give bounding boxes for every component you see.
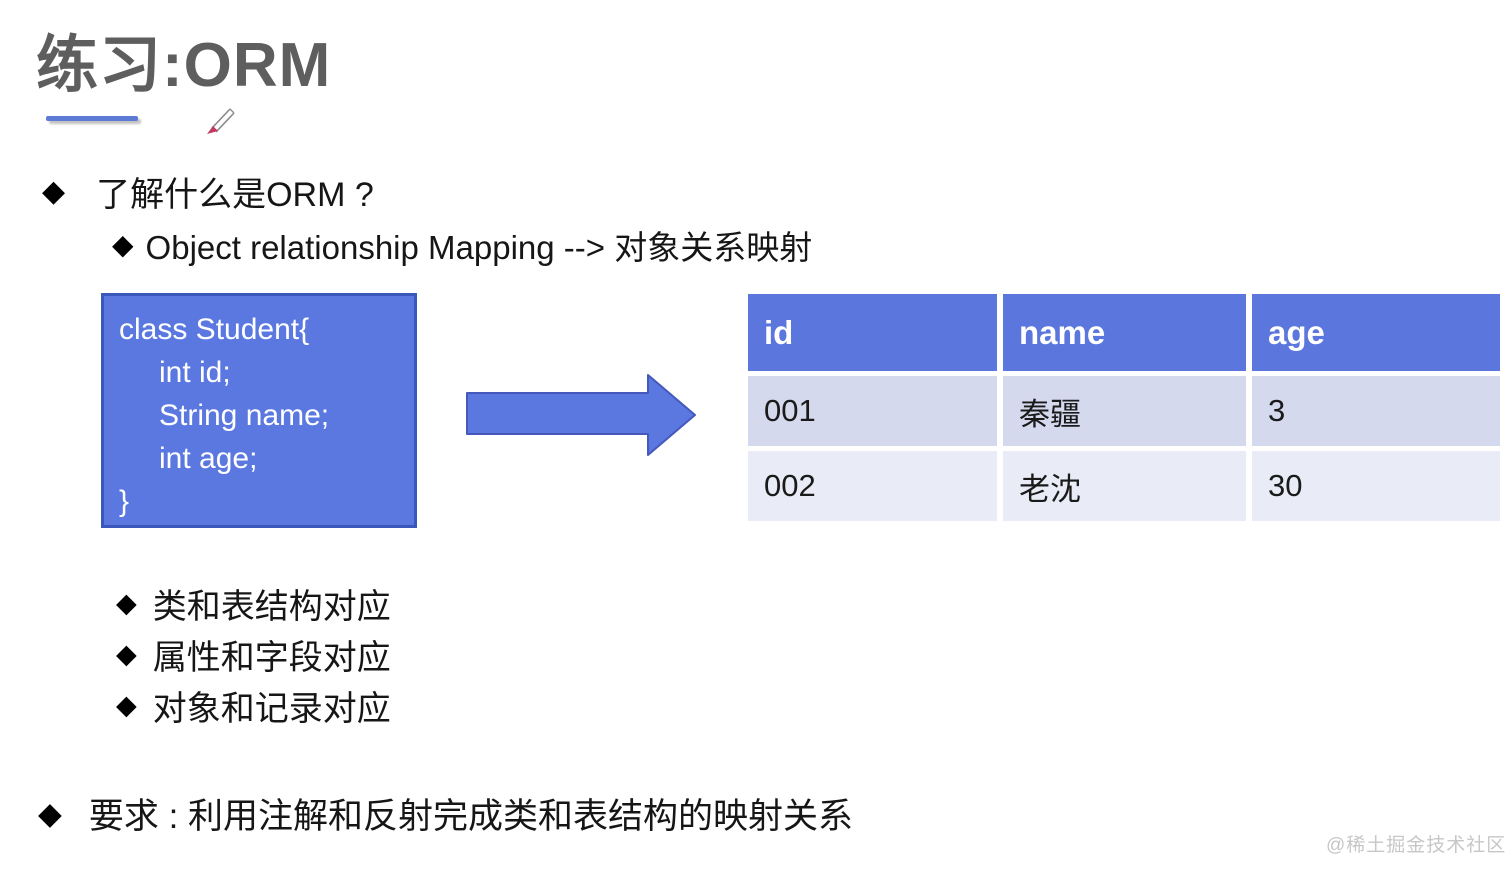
code-line: class Student{ (119, 313, 310, 346)
slide-title: 练习:ORM (36, 31, 332, 100)
bullet-orm-definition-label: Object relationship Mapping --> 对象关系映射 (145, 229, 813, 266)
mapping-point-attr-field: ◆ 属性和字段对应 (116, 633, 391, 677)
table-header-name: name (1003, 294, 1246, 371)
mapping-point-label: 对象和记录对应 (152, 689, 391, 728)
code-line: int id; (159, 356, 231, 389)
table-header-id: id (748, 294, 997, 371)
requirement-label: 要求 : 利用注解和反射完成类和表结构的映射关系 (88, 797, 854, 836)
watermark: @稀土掘金技术社区 (1326, 835, 1507, 856)
table-header-age: age (1252, 294, 1500, 371)
bullet-orm-definition: ◆ Object relationship Mapping --> 对象关系映射 (112, 221, 812, 269)
code-line: } (119, 485, 130, 518)
bullet-requirement: ◆ 要求 : 利用注解和反射完成类和表结构的映射关系 (38, 788, 853, 839)
right-arrow-icon (466, 374, 696, 456)
table-cell-row2-age: 30 (1252, 451, 1500, 521)
mapping-point-label: 属性和字段对应 (152, 638, 391, 677)
diamond-bullet-icon: ◆ (116, 587, 137, 618)
diamond-bullet-icon: ◆ (116, 689, 137, 720)
diamond-bullet-icon: ◆ (116, 638, 137, 669)
table-cell-row2-id: 002 (748, 451, 997, 521)
mapping-point-label: 类和表结构对应 (152, 587, 391, 626)
code-line: int age; (159, 442, 258, 475)
mapping-points-list: ◆ 类和表结构对应 ◆ 属性和字段对应 ◆ 对象和记录对应 (116, 582, 391, 728)
diamond-bullet-icon: ◆ (38, 796, 62, 831)
bullet-what-is-orm-label: 了解什么是ORM ? (96, 176, 374, 214)
table-cell-row2-name: 老沈 (1003, 451, 1246, 521)
diamond-bullet-icon: ◆ (42, 174, 66, 208)
code-line: String name; (159, 399, 330, 432)
mapping-point-object-record: ◆ 对象和记录对应 (116, 684, 391, 728)
diamond-bullet-icon: ◆ (112, 229, 134, 260)
pencil-cursor-icon (207, 108, 235, 134)
student-table: id name age 001 秦疆 3 002 老沈 30 (748, 294, 1500, 521)
class-definition-box: class Student{ int id; String name; int … (101, 293, 417, 528)
table-cell-row1-age: 3 (1252, 376, 1500, 446)
mapping-point-class-table: ◆ 类和表结构对应 (116, 582, 391, 626)
table-cell-row1-id: 001 (748, 376, 997, 446)
bullet-what-is-orm: ◆ 了解什么是ORM ? (42, 167, 374, 216)
title-underline (46, 116, 138, 121)
table-cell-row1-name: 秦疆 (1003, 376, 1246, 446)
